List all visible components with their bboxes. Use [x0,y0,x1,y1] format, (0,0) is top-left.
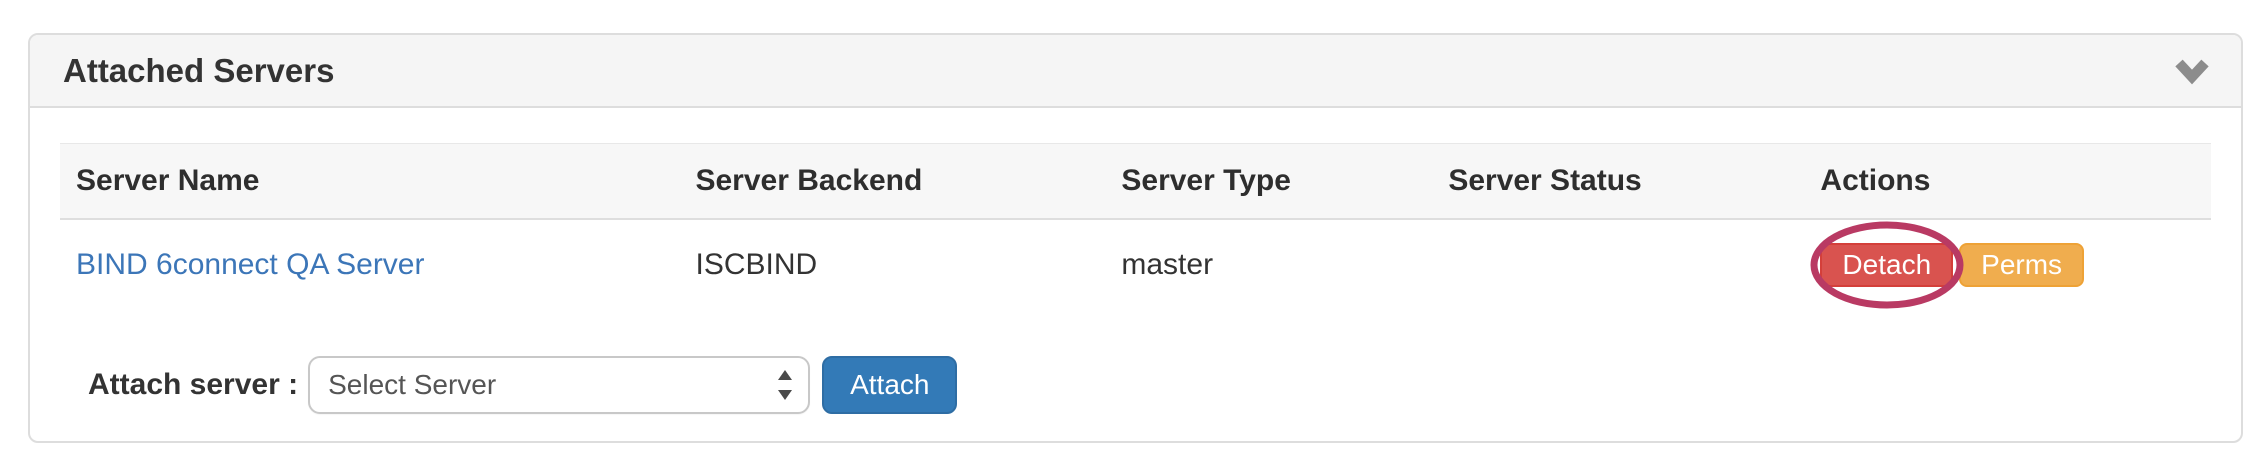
table-row: BIND 6connect QA Server ISCBIND master D… [60,219,2211,310]
server-select-value: Select Server [328,369,497,400]
server-name-link[interactable]: BIND 6connect QA Server [76,248,425,281]
panel-body: Server Name Server Backend Server Type S… [30,108,2241,451]
server-status-cell [1432,219,1804,310]
column-header-actions: Actions [1804,143,2211,220]
perms-button[interactable]: Perms [1959,243,2085,287]
column-header-server-type: Server Type [1105,143,1433,220]
attach-server-label: Attach server : [88,368,299,401]
attached-servers-panel: Attached Servers Server Name Server Back… [28,33,2243,443]
panel-title: Attached Servers [63,51,335,89]
table-header-row: Server Name Server Backend Server Type S… [60,143,2211,220]
server-backend-cell: ISCBIND [695,248,818,281]
detach-button[interactable]: Detach [1820,243,1954,287]
column-header-server-backend: Server Backend [679,143,1106,220]
detach-button-annotated-wrap: Detach [1810,221,1964,309]
chevron-down-icon[interactable] [2175,57,2209,85]
panel-header: Attached Servers [30,35,2241,108]
attached-servers-table: Server Name Server Backend Server Type S… [60,143,2211,310]
select-stepper-icon [776,367,794,403]
server-type-cell: master [1121,248,1214,281]
actions-cell: Detach Perms [1804,219,2211,310]
attach-server-form: Attach server : Select Server Attach [60,356,2211,414]
server-select[interactable]: Select Server [308,356,811,414]
attach-button[interactable]: Attach [822,356,958,414]
server-name-cell: BIND 6connect QA Server [60,219,679,310]
column-header-server-status: Server Status [1432,143,1805,220]
column-header-server-name: Server Name [60,143,680,220]
